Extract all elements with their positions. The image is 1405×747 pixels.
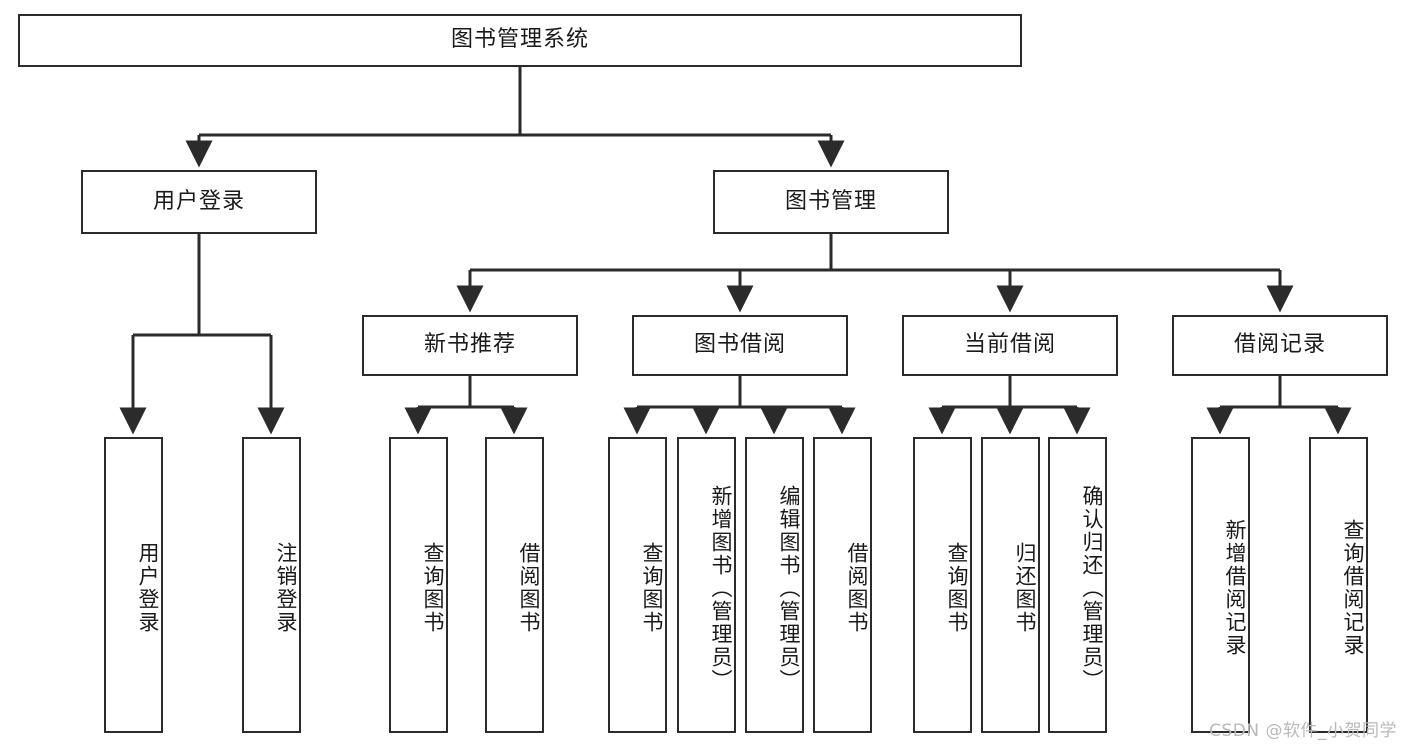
node-leaf-add-record[interactable]: 新增借阅记录 [1191,437,1250,733]
node-leaf-query-book-3[interactable]: 查询图书 [913,437,972,733]
node-leaf-user-login[interactable]: 用户登录 [104,437,163,733]
node-leaf-query-book-1[interactable]: 查询图书 [389,437,448,733]
node-label: 编辑图书（管理员） [777,484,801,692]
node-label: 确认归还（管理员） [1080,484,1104,692]
node-leaf-add-book[interactable]: 新增图书（管理员） [677,437,736,733]
node-new-book-recommend[interactable]: 新书推荐 [362,315,578,376]
node-leaf-query-book-2[interactable]: 查询图书 [608,437,667,733]
node-label: 查询图书 [640,542,664,634]
node-label: 归还图书 [1013,542,1037,634]
node-label: 用户登录 [152,188,245,214]
node-leaf-query-record[interactable]: 查询借阅记录 [1309,437,1368,733]
node-label: 用户登录 [136,542,160,634]
node-label: 查询图书 [945,542,969,634]
node-book-borrow[interactable]: 图书借阅 [632,315,848,376]
node-leaf-edit-book[interactable]: 编辑图书（管理员） [745,437,804,733]
node-borrow-record[interactable]: 借阅记录 [1172,315,1388,376]
node-root-book-management-system[interactable]: 图书管理系统 [18,14,1022,67]
node-label: 新书推荐 [423,332,516,358]
node-label: 新增借阅记录 [1223,519,1247,657]
node-label: 借阅图书 [845,542,869,634]
node-label: 图书管理 [784,188,877,214]
node-label: 新增图书（管理员） [709,484,733,692]
node-leaf-confirm-return[interactable]: 确认归还（管理员） [1048,437,1107,733]
node-leaf-borrow-book-1[interactable]: 借阅图书 [485,437,544,733]
node-label: 注销登录 [274,542,298,634]
node-leaf-return-book[interactable]: 归还图书 [981,437,1040,733]
node-current-borrow[interactable]: 当前借阅 [902,315,1118,376]
node-label: 当前借阅 [963,332,1056,358]
node-label: 图书管理系统 [450,27,589,53]
node-book-management[interactable]: 图书管理 [713,170,949,234]
node-leaf-borrow-book-2[interactable]: 借阅图书 [813,437,872,733]
node-label: 借阅记录 [1233,332,1326,358]
node-label: 查询图书 [421,542,445,634]
node-label: 借阅图书 [517,542,541,634]
node-label: 查询借阅记录 [1341,519,1365,657]
watermark: CSDN @软件_小贺同学 [1209,721,1397,741]
node-user-login[interactable]: 用户登录 [81,170,317,234]
node-label: 图书借阅 [693,332,786,358]
node-leaf-user-logout[interactable]: 注销登录 [242,437,301,733]
